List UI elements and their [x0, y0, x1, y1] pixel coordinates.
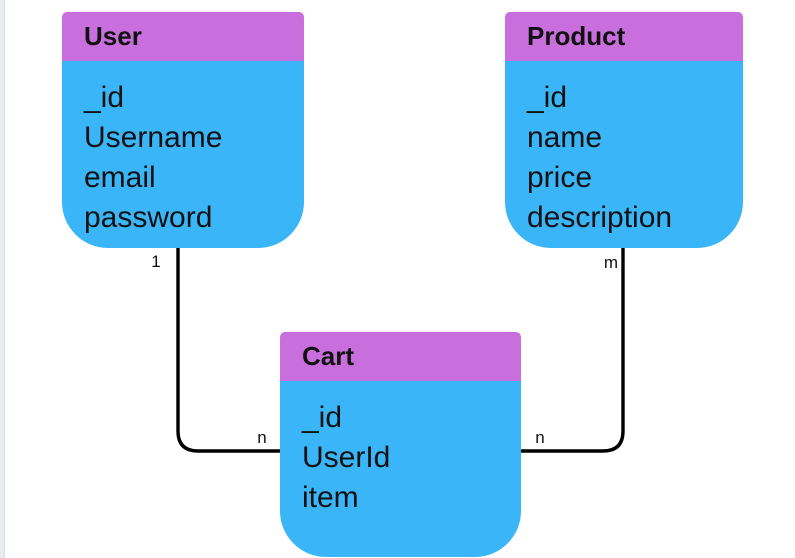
entity-cart-title: Cart [302, 341, 355, 371]
entity-user-title: User [84, 21, 142, 51]
entity-user-field: email [84, 161, 156, 194]
entity-product-field: price [527, 161, 593, 194]
cardinality-label-user-one: 1 [151, 252, 161, 271]
entity-cart-field: item [302, 481, 359, 514]
entity-user-field: Username [84, 121, 223, 154]
entity-user-field: password [84, 201, 213, 234]
entity-cart-header: Cart [280, 332, 521, 381]
cardinality-label-cart-n-left: n [257, 428, 267, 447]
entity-cart-field: _id [302, 401, 343, 434]
entity-product-title: Product [527, 21, 626, 51]
cardinality-label-cart-n-right: n [535, 428, 545, 447]
entity-user-field: _id [84, 81, 125, 114]
entity-product-field: name [527, 121, 603, 154]
entity-cart-body: _id UserId item [280, 381, 521, 557]
entity-cart[interactable]: Cart _id UserId item [280, 332, 521, 557]
entity-cart-field: UserId [302, 441, 391, 474]
entity-product-field: description [527, 201, 673, 234]
entity-user[interactable]: User _id Username email password [62, 12, 304, 248]
entity-user-body: _id Username email password [62, 61, 304, 248]
entity-product-header: Product [505, 12, 743, 61]
entity-product-field: _id [527, 81, 568, 114]
left-panel-edge [0, 0, 5, 558]
cardinality-label-product-m: m [603, 253, 619, 272]
entity-user-header: User [62, 12, 304, 61]
entity-product-body: _id name price description [505, 61, 743, 248]
product-cart-connector [521, 248, 625, 453]
user-cart-connector [176, 248, 280, 453]
entity-product[interactable]: Product _id name price description [505, 12, 743, 248]
